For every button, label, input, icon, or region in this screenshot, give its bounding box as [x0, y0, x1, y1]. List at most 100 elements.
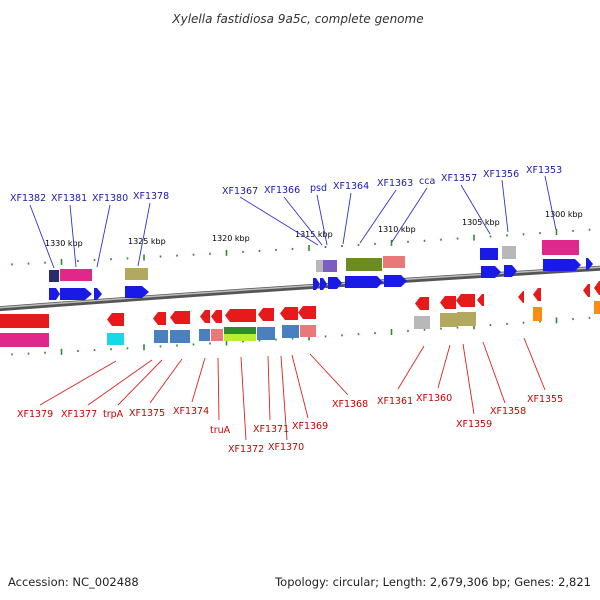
gene-arrow[interactable]	[328, 277, 342, 289]
gene-label-xf1360[interactable]: XF1360	[416, 393, 452, 404]
gene-box[interactable]	[594, 301, 600, 314]
gene-arrow[interactable]	[456, 294, 475, 307]
gene-arrow[interactable]	[594, 281, 600, 295]
gene-arrow[interactable]	[49, 288, 60, 300]
top-gene-labels: XF1382 XF1381 XF1380 XF1378 XF1367 XF136…	[10, 165, 562, 204]
gene-arrow[interactable]	[586, 258, 593, 270]
gene-box[interactable]	[533, 307, 542, 321]
gene-label-xf1369[interactable]: XF1369	[292, 421, 328, 432]
bottom-strand-boxes	[0, 301, 600, 347]
gene-label-xf1359[interactable]: XF1359	[456, 419, 492, 430]
gene-arrow[interactable]	[583, 284, 590, 297]
gene-label-xf1374[interactable]: XF1374	[173, 406, 209, 417]
gene-arrow[interactable]	[125, 286, 149, 298]
gene-box[interactable]	[282, 325, 299, 338]
gene-arrow[interactable]	[518, 291, 524, 303]
gene-label-trpa[interactable]: trpA	[103, 409, 124, 420]
gene-box[interactable]	[480, 248, 498, 260]
gene-label-xf1381[interactable]: XF1381	[51, 193, 87, 204]
gene-arrow[interactable]	[533, 288, 541, 301]
scale-label-1310: 1310 kbp	[378, 225, 416, 234]
gene-arrow[interactable]	[107, 313, 124, 326]
gene-arrow[interactable]	[211, 310, 222, 323]
gene-label-psd[interactable]: psd	[310, 183, 327, 194]
gene-box[interactable]	[199, 329, 210, 341]
gene-arrow[interactable]	[258, 308, 274, 321]
gene-label-xf1367[interactable]: XF1367	[222, 186, 258, 197]
gene-arrow[interactable]	[415, 297, 429, 310]
gene-label-xf1371[interactable]: XF1371	[253, 424, 289, 435]
gene-box[interactable]	[316, 260, 323, 272]
bottom-strand-arrows	[0, 281, 600, 328]
genome-backbone-highlight	[0, 266, 600, 309]
gene-box[interactable]	[257, 327, 275, 340]
gene-label-xf1356[interactable]: XF1356	[483, 169, 519, 180]
gene-label-xf1380[interactable]: XF1380	[92, 193, 128, 204]
gene-arrow[interactable]	[94, 288, 102, 300]
gene-arrow[interactable]	[384, 275, 407, 287]
gene-label-xf1372[interactable]: XF1372	[228, 444, 264, 455]
gene-label-xf1366[interactable]: XF1366	[264, 185, 300, 196]
gene-label-xf1361[interactable]: XF1361	[377, 396, 413, 407]
gene-label-xf1375[interactable]: XF1375	[129, 408, 165, 419]
gene-box[interactable]	[211, 329, 223, 341]
gene-arrow[interactable]	[477, 294, 484, 306]
gene-arrow[interactable]	[200, 310, 210, 323]
gene-label-xf1363[interactable]: XF1363	[377, 178, 413, 189]
gene-arrow[interactable]	[543, 259, 581, 271]
gene-box[interactable]	[457, 312, 476, 326]
scale-label-1300: 1300 kbp	[545, 210, 583, 219]
gene-arrow[interactable]	[225, 309, 256, 322]
gene-box[interactable]	[107, 333, 124, 345]
gene-arrow[interactable]	[313, 278, 320, 290]
gene-box[interactable]	[60, 269, 92, 281]
gene-label-xf1357[interactable]: XF1357	[441, 173, 477, 184]
gene-arrow[interactable]	[0, 314, 49, 328]
gene-label-xf1370[interactable]: XF1370	[268, 442, 304, 453]
gene-label-xf1379[interactable]: XF1379	[17, 409, 53, 420]
bottom-gene-labels: XF1379 XF1377 trpA XF1375 XF1374 truA XF…	[17, 393, 563, 455]
gene-arrow[interactable]	[298, 306, 316, 319]
gene-box[interactable]	[224, 334, 256, 341]
gene-box[interactable]	[154, 330, 168, 343]
top-strand-boxes	[49, 240, 579, 282]
gene-arrow[interactable]	[170, 311, 190, 324]
gene-label-xf1368[interactable]: XF1368	[332, 399, 368, 410]
gene-box[interactable]	[49, 270, 59, 282]
gene-label-xf1378[interactable]: XF1378	[133, 191, 169, 202]
gene-box[interactable]	[170, 330, 190, 343]
gene-box[interactable]	[542, 240, 579, 255]
gene-arrow[interactable]	[481, 266, 501, 278]
gene-box[interactable]	[323, 260, 337, 272]
gene-box[interactable]	[414, 316, 430, 329]
gene-label-xf1377[interactable]: XF1377	[61, 409, 97, 420]
gene-arrow[interactable]	[153, 312, 166, 325]
gene-box[interactable]	[502, 246, 516, 259]
gene-label-cca[interactable]: cca	[419, 176, 435, 187]
gene-box[interactable]	[383, 256, 405, 268]
gene-box[interactable]	[300, 325, 316, 337]
gene-arrow[interactable]	[60, 288, 92, 300]
gene-label-xf1364[interactable]: XF1364	[333, 181, 369, 192]
gene-box[interactable]	[0, 333, 49, 347]
top-strand-arrows	[49, 258, 593, 300]
gene-label-xf1382[interactable]: XF1382	[10, 193, 46, 204]
gene-label-xf1358[interactable]: XF1358	[490, 406, 526, 417]
accession-text: Accession: NC_002488	[8, 575, 139, 589]
gene-label-xf1353[interactable]: XF1353	[526, 165, 562, 176]
genome-backbone	[0, 265, 600, 312]
gene-arrow[interactable]	[440, 296, 456, 309]
gene-box[interactable]	[125, 268, 148, 280]
gene-arrow[interactable]	[320, 278, 327, 290]
gene-arrow[interactable]	[280, 307, 298, 320]
scale-label-1330: 1330 kbp	[45, 239, 83, 248]
gene-arrow[interactable]	[504, 265, 517, 277]
gene-box[interactable]	[346, 258, 382, 271]
gene-box[interactable]	[440, 313, 457, 327]
gene-label-trua[interactable]: truA	[210, 425, 231, 436]
gene-label-xf1355[interactable]: XF1355	[527, 394, 563, 405]
scale-label-1305: 1305 kbp	[462, 218, 500, 227]
gene-box[interactable]	[224, 327, 256, 334]
gene-arrow[interactable]	[345, 276, 383, 288]
